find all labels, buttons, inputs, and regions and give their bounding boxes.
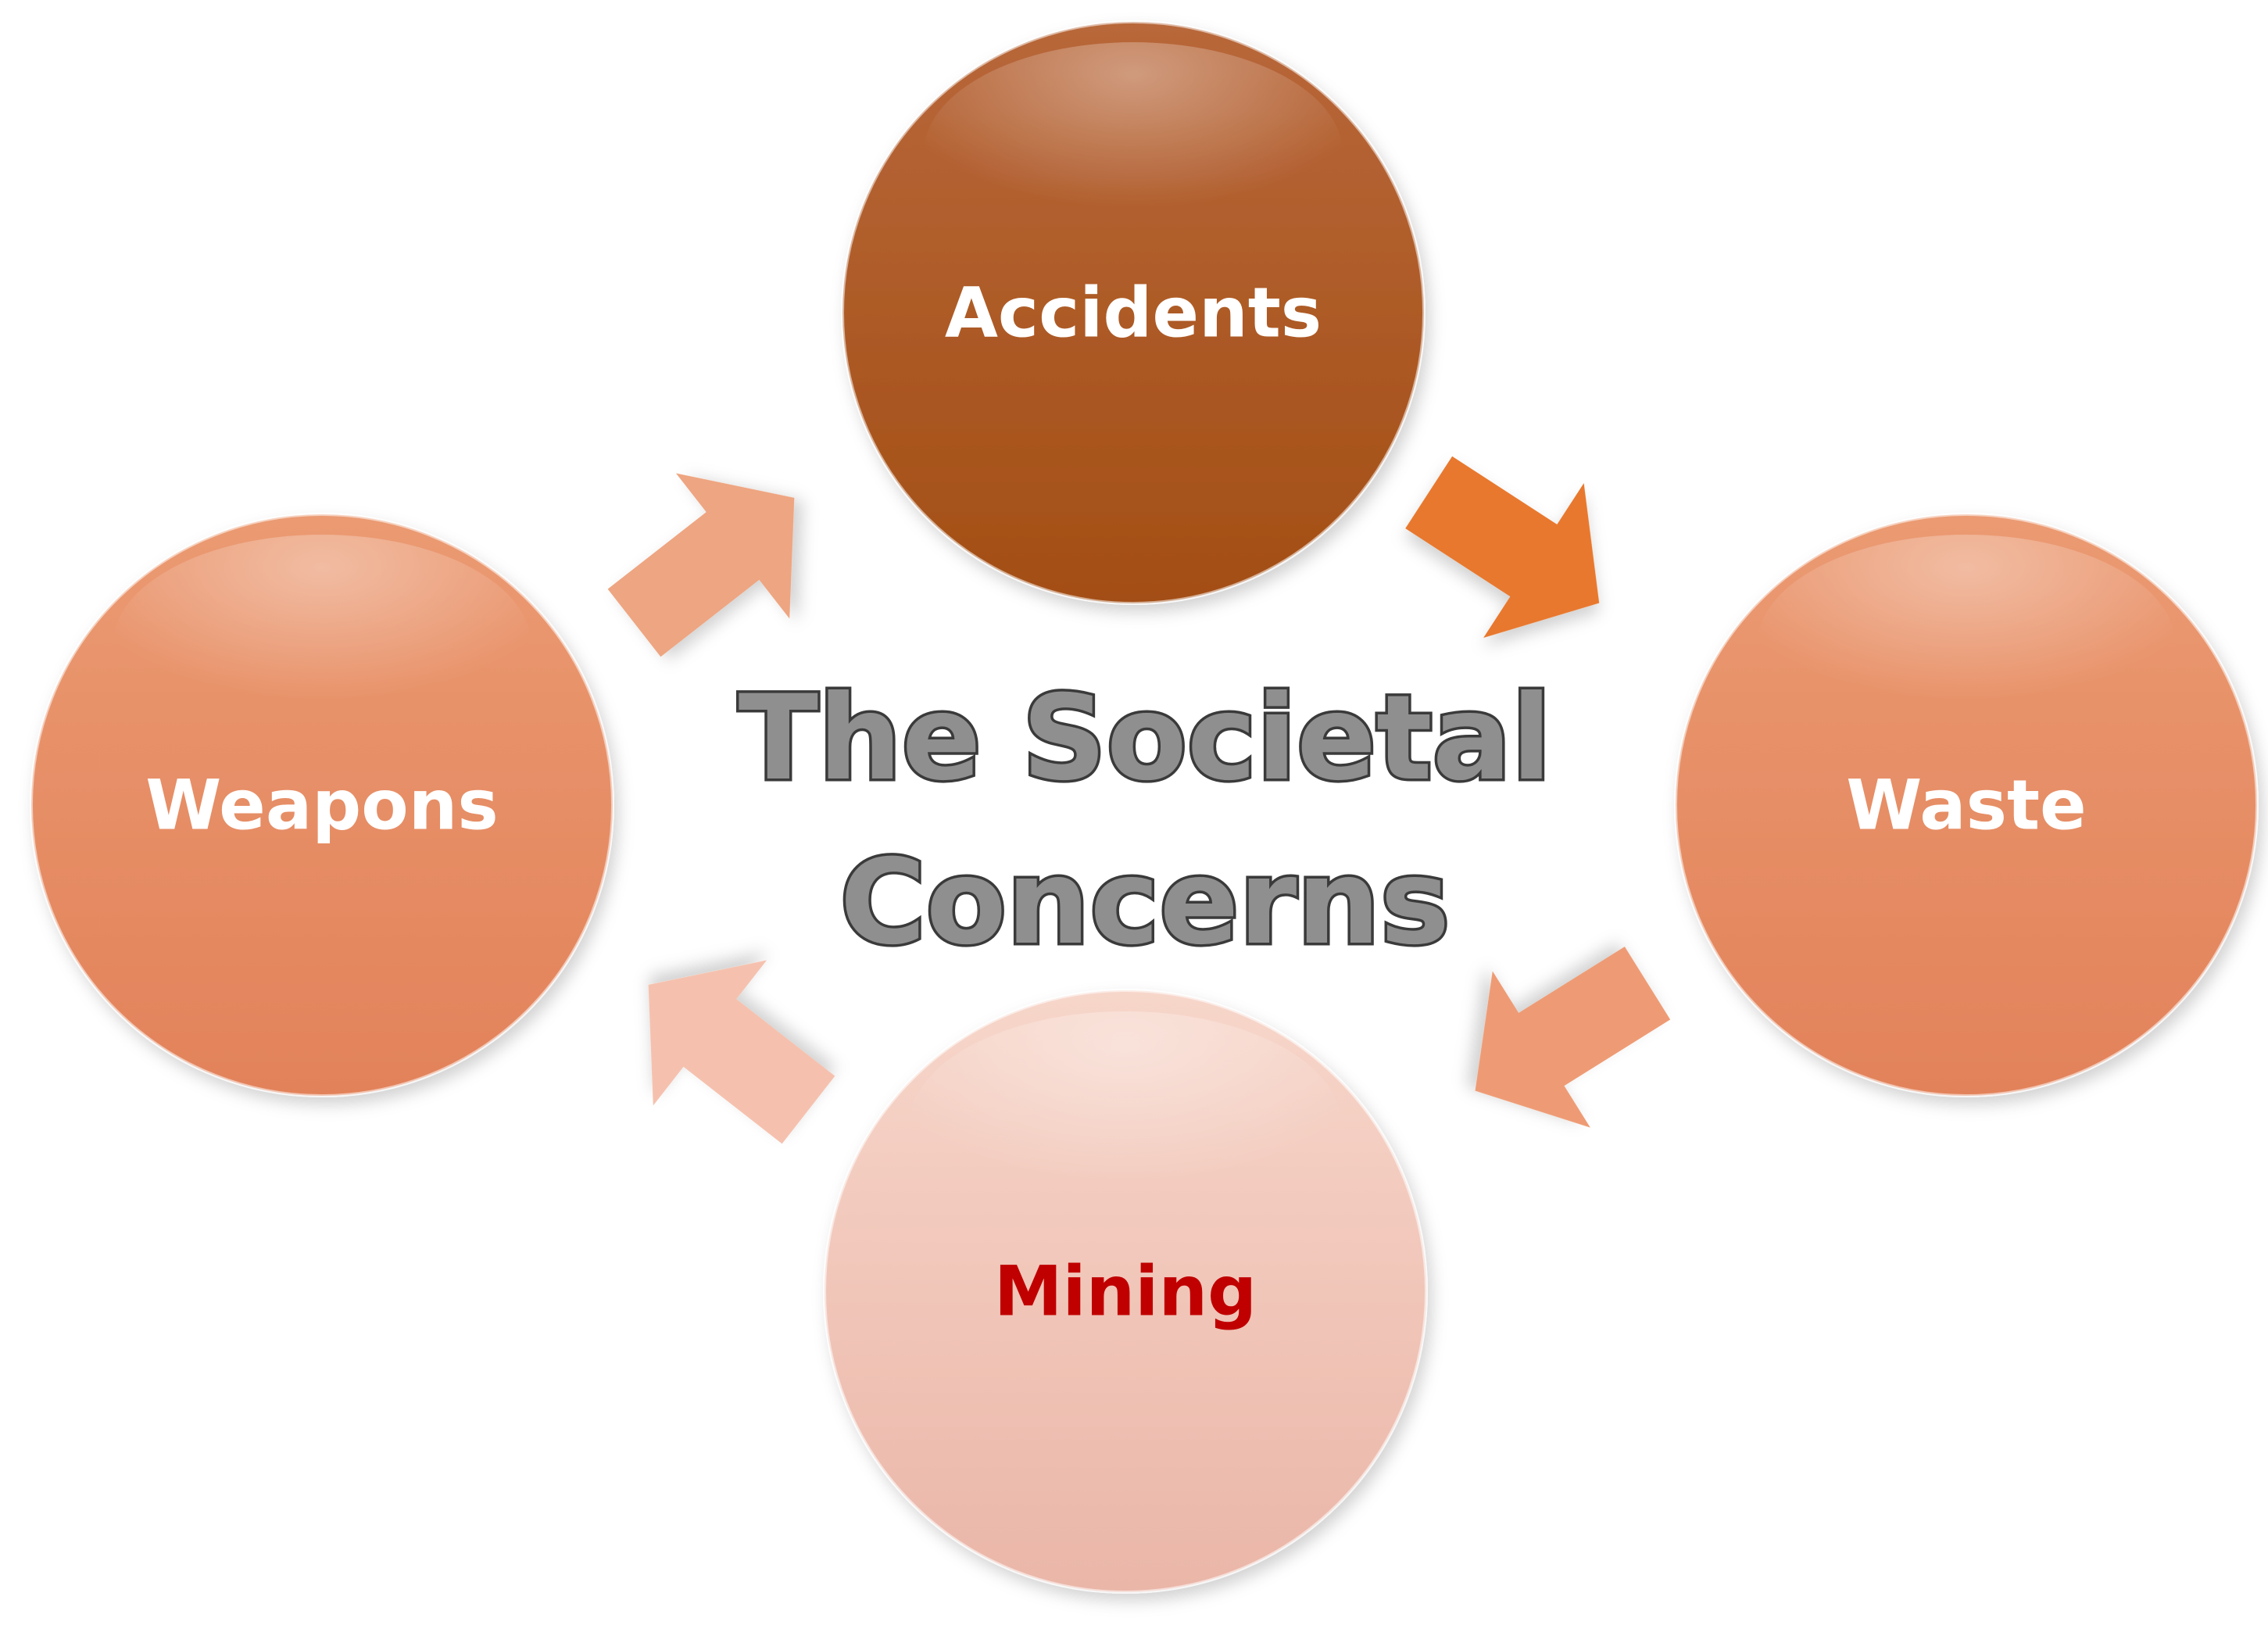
node-label-weapons: Weapons xyxy=(145,765,498,846)
diagram-title-line-1: The Societal xyxy=(739,671,1552,807)
node-highlight-waste xyxy=(1757,535,2176,756)
arrow-mining-to-weapons xyxy=(648,960,835,1144)
node-highlight-mining xyxy=(908,1011,1343,1240)
arrow-accidents-to-waste xyxy=(1405,456,1600,639)
node-mining: Mining xyxy=(823,989,1428,1594)
node-waste: Waste xyxy=(1674,513,2259,1097)
diagram-title-line-2: Concerns xyxy=(840,835,1451,971)
node-accidents: Accidents xyxy=(841,20,1426,605)
arrows-layer xyxy=(607,456,1671,1144)
node-weapons: Weapons xyxy=(30,513,614,1097)
node-label-waste: Waste xyxy=(1846,765,2086,846)
node-label-accidents: Accidents xyxy=(945,273,1322,353)
arrow-waste-to-mining xyxy=(1475,947,1671,1128)
node-highlight-accidents xyxy=(924,42,1343,263)
node-highlight-weapons xyxy=(113,535,531,756)
arrow-weapons-to-accidents xyxy=(607,473,795,657)
node-label-mining: Mining xyxy=(994,1251,1257,1332)
